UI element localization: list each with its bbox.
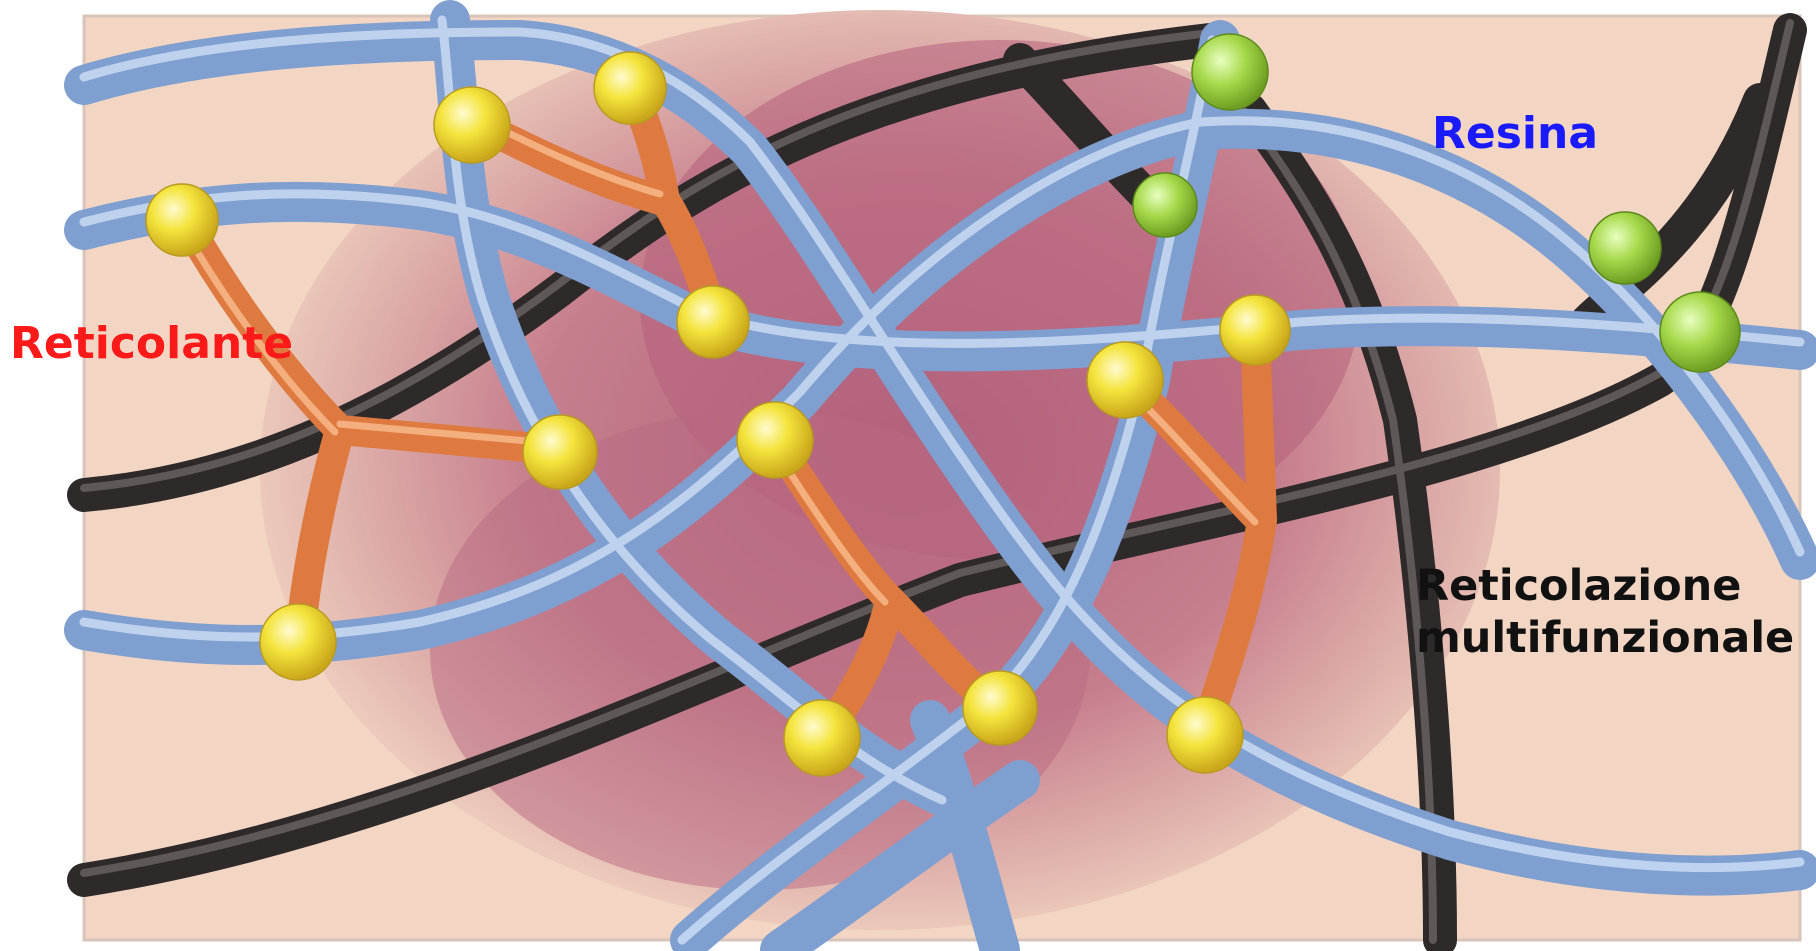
multifunctional-label-line1: Reticolazione [1416,560,1794,612]
multifunctional-label-line2: multifunzionale [1416,612,1794,664]
crosslinker-label: Reticolante [10,318,293,369]
multifunctional-crosslinking-label: Reticolazione multifunzionale [1416,560,1794,664]
resin-label: Resina [1432,108,1598,159]
